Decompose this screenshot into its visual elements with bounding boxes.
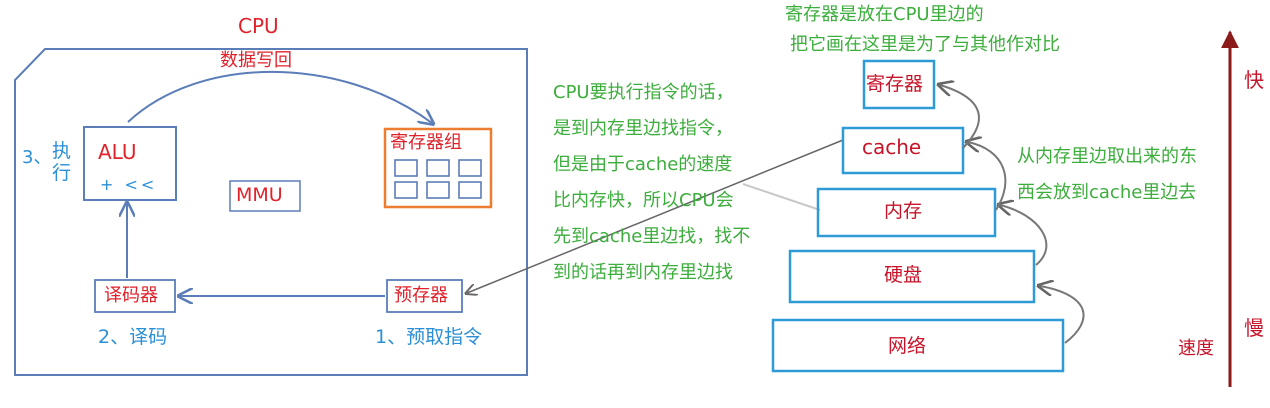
disk-level-box: [788, 249, 1036, 304]
cache-note-line-1: 从内存里边取出来的东: [1017, 146, 1197, 167]
cpu-note-line-3: 但是由于cache的速度: [553, 154, 733, 175]
cache-to-prefetch-arrow: [467, 139, 844, 293]
register-level-box: [862, 59, 936, 110]
writeback-arrow: [127, 70, 432, 123]
mmu-label: MMU: [236, 184, 283, 206]
register-group-label: 寄存器组: [390, 132, 462, 153]
decoder-label: 译码器: [104, 285, 158, 306]
register-level-label: 寄存器: [866, 73, 924, 95]
speed-axis-label: 速度: [1178, 338, 1214, 359]
step-decode: 2、译码: [98, 326, 168, 348]
mmu-box: [229, 180, 301, 212]
cache-level-label: cache: [862, 135, 922, 159]
network-level-label: 网络: [888, 335, 927, 357]
step-execute-text-2: 行: [52, 162, 72, 184]
cpu-note-line-1: CPU要执行指令的话，: [553, 82, 734, 103]
memory-link-line: [742, 183, 821, 211]
disk-level-label: 硬盘: [884, 264, 923, 286]
register-group-box: [383, 127, 493, 209]
register-note-line-1: 寄存器是放在CPU里边的: [785, 4, 984, 25]
speed-fast-label: 快: [1244, 68, 1264, 92]
cpu-note-line-4: 比内存快，所以CPU会: [553, 190, 734, 211]
cpu-title: CPU: [238, 14, 279, 38]
alu-box: [83, 126, 177, 201]
cpu-note-line-2: 是到内存里边找指令，: [553, 118, 733, 139]
cpu-note-line-6: 到的话再到内存里边找: [553, 262, 733, 283]
cpu-container: [14, 48, 528, 376]
prefetch-label: 预存器: [394, 285, 448, 306]
cache-level-box: [841, 126, 965, 175]
alu-label: ALU: [98, 140, 137, 164]
register-note-line-2: 把它画在这里是为了与其他作对比: [790, 34, 1060, 55]
memory-level-label: 内存: [884, 200, 923, 222]
step-prefetch: 1、预取指令: [375, 326, 483, 348]
writeback-label: 数据写回: [220, 50, 292, 71]
step-execute-num: 3、: [22, 147, 52, 168]
network-level-box: [771, 318, 1065, 373]
cache-note-line-2: 西会放到cache里边去: [1017, 182, 1197, 203]
prefetch-box: [386, 279, 463, 313]
decoder-box: [94, 279, 176, 313]
speed-slow-label: 慢: [1244, 316, 1264, 340]
step-execute-text-1: 执: [52, 140, 72, 162]
register-cells: [394, 159, 482, 199]
alu-ops: + <<: [100, 175, 158, 194]
cpu-note-line-5: 先到cache里边找，找不: [553, 226, 751, 247]
level-up-arrows: [940, 85, 1085, 344]
